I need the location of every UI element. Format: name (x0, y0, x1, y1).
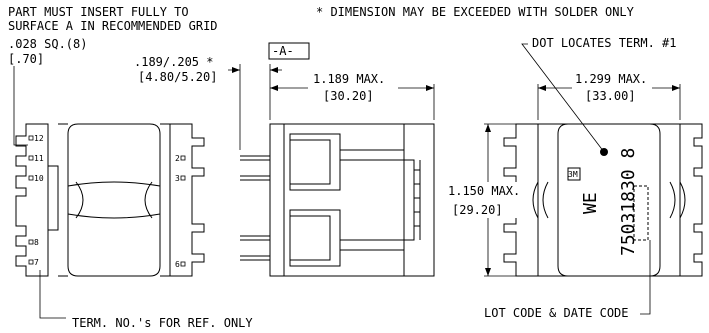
side-body (283, 123, 405, 277)
core-window-top (67, 181, 161, 187)
width-label-bg (572, 71, 652, 105)
datum-a-label: -A- (272, 44, 294, 58)
left-terminal-block (15, 123, 59, 277)
depth-arrow-right (426, 85, 434, 91)
pin-6-label: 6 (175, 260, 180, 269)
pin-arrow-head-right (270, 67, 278, 73)
pin-3-pad (180, 175, 186, 181)
lot-note: LOT CODE & DATE CODE (484, 306, 629, 320)
core-left-leg (67, 123, 79, 277)
height-arrow-bottom (485, 268, 491, 276)
depth-label-bg (308, 71, 398, 105)
pin-3-label: 3 (175, 174, 180, 183)
datum-a-box (268, 42, 310, 60)
top-core-outline (538, 123, 680, 277)
pin-6-pad (180, 261, 186, 267)
clip-top (339, 149, 405, 161)
dot-note: DOT LOCATES TERM. #1 (532, 36, 677, 50)
width-arrow-left (538, 85, 546, 91)
top-window-left (532, 181, 549, 219)
pin-8-label: 8 (34, 238, 39, 247)
pin-7-label: 7 (34, 258, 39, 267)
side-pins (240, 155, 270, 261)
depth-arrow-left (270, 85, 278, 91)
side-view: .189/.205 * [4.80/5.20] -A- 1.189 MAX. [… (134, 42, 435, 277)
pin-11-pad (28, 155, 34, 161)
width-in: 1.299 MAX. (575, 72, 647, 86)
top-core-left (557, 123, 569, 277)
winding-bottom-inner (289, 215, 331, 261)
winding-top-inner (289, 139, 331, 185)
bottom-view: 12 11 10 8 7 2 3 6 (15, 123, 205, 277)
pin-12-pad (28, 135, 34, 141)
core-stack-lines (414, 160, 421, 240)
clip-bottom (339, 239, 405, 251)
pin-arrow-head-left (232, 67, 240, 73)
pin-7-pad (28, 259, 34, 265)
top-left-block (503, 123, 539, 277)
insert-note-line1: PART MUST INSERT FULLY TO (8, 5, 189, 19)
pin-10-pad (28, 175, 34, 181)
core-to-block-left (58, 123, 68, 277)
logo-mark: 3M (568, 170, 578, 179)
core-outline (47, 123, 150, 277)
core-center-left (75, 181, 84, 219)
core-center-right (144, 181, 153, 219)
pin-2-label: 2 (175, 154, 180, 163)
pin-size-in: .028 SQ.(8) (8, 37, 87, 51)
brand-logo: WE (580, 192, 601, 214)
height-in: 1.150 MAX. (448, 184, 520, 198)
top-core-right (649, 123, 661, 277)
lot-leader (640, 240, 651, 315)
core-window-bottom (67, 213, 161, 219)
width-arrow-right (672, 85, 680, 91)
pin-12-label: 12 (34, 134, 44, 143)
pin-size-leader (13, 66, 28, 146)
pin-10-label: 10 (34, 174, 44, 183)
height-mm: [29.20] (452, 203, 503, 217)
pin-2-pad (180, 155, 186, 161)
logo-mark-box (567, 167, 581, 181)
insert-note-line2: SURFACE A IN RECOMMENDED GRID (8, 19, 218, 33)
lot-code-box (633, 185, 649, 241)
dot-leader (521, 43, 605, 153)
side-core-cap (403, 123, 435, 277)
pin-size-mm: [.70] (8, 52, 44, 66)
winding-bottom (289, 209, 341, 267)
term-note-leader (39, 270, 66, 319)
height-label-bg (444, 182, 524, 218)
side-base (269, 123, 285, 277)
pin-length-mm: [4.80/5.20] (138, 70, 217, 84)
depth-in: 1.189 MAX. (313, 72, 385, 86)
width-mm: [33.00] (585, 89, 636, 103)
top-view: 3M WE 75031830 8 1.299 MAX. [33.00] 1.15… (444, 43, 703, 315)
core-to-block-right (160, 123, 170, 277)
core-stack (403, 159, 415, 241)
pin-8-pad (28, 239, 34, 245)
solder-note: * DIMENSION MAY BE EXCEEDED WITH SOLDER … (316, 5, 635, 19)
part-number: 75031830 8 (618, 148, 639, 256)
pin-11-label: 11 (34, 154, 44, 163)
term-note: TERM. NO.'s FOR REF. ONLY (72, 316, 253, 330)
pin-length-in: .189/.205 * (134, 55, 213, 69)
core-right-leg (149, 123, 161, 277)
top-right-block (679, 123, 703, 277)
winding-top (289, 133, 341, 191)
right-terminal-block (169, 123, 205, 277)
height-arrow-top (485, 124, 491, 132)
top-window-right (669, 181, 686, 219)
depth-mm: [30.20] (323, 89, 374, 103)
